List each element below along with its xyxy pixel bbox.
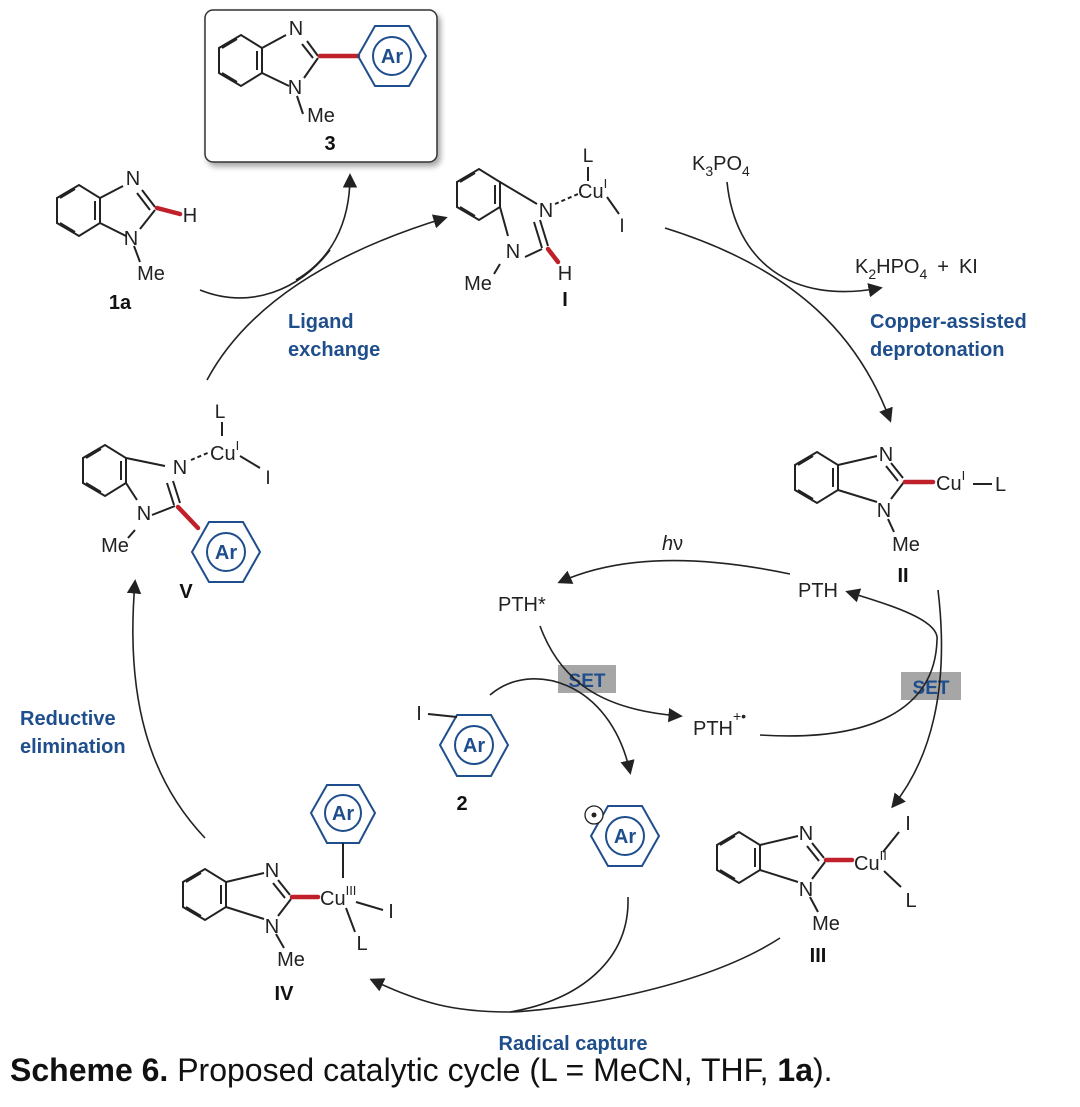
caption-bold-ref: 1a (777, 1052, 813, 1088)
complex-IV-i: I (388, 901, 394, 923)
byproducts-k2hpo4-ki: K2HPO4+KI (855, 256, 978, 282)
pth-ground-state: PTH (798, 580, 838, 602)
complex-IV-cu: CuIII (320, 883, 356, 910)
arrow-III-to-IV (369, 937, 781, 1013)
complex-IV-me: Me (277, 949, 305, 971)
complex-II-number: II (897, 565, 908, 587)
arrow-cation-to-pth (759, 588, 938, 737)
1a-n-top: N (126, 168, 140, 190)
caption-text: Proposed catalytic cycle (L = MeCN, THF, (168, 1052, 778, 1088)
1a-number: 1a (109, 292, 132, 314)
complex-IV-number: IV (275, 983, 295, 1005)
aryl-radical: Ar (584, 805, 661, 867)
product-3: Ar N N Me 3 (204, 9, 438, 163)
svg-text:SET: SET (913, 678, 950, 699)
arrow-IV-to-V (126, 579, 206, 839)
complex-II: N N CuI L Me II (794, 444, 1006, 587)
complex-III-cu: CuII (854, 848, 887, 875)
complex-V-cu: CuI (210, 438, 239, 465)
set-box-right: SET (901, 672, 961, 700)
complex-V-l: L (215, 402, 226, 423)
complex-V-number: V (179, 581, 193, 603)
complex-I-number: I (562, 289, 568, 311)
complex-I-h: H (558, 263, 572, 285)
figure-caption: Scheme 6. Proposed catalytic cycle (L = … (10, 1052, 833, 1089)
aryl-iodide-2: Ar I 2 (416, 703, 510, 815)
product-ar-label: Ar (381, 46, 403, 68)
arrow-base-byproducts (726, 181, 883, 298)
complex-III: N N CuII I L Me III (716, 813, 917, 967)
complex-IV-n-bottom: N (265, 916, 279, 938)
complex-III-number: III (810, 945, 827, 967)
step-reductive-elimination-line1: Reductive (20, 708, 116, 730)
base-k3po4: K3PO4 (692, 153, 750, 179)
complex-I-n-top: N (539, 200, 553, 222)
complex-II-n-bottom: N (877, 500, 891, 522)
arrow-V-to-I (206, 214, 448, 381)
step-copper-deprotonation-line1: Copper-assisted (870, 311, 1027, 333)
complex-I-cu: CuI (578, 176, 607, 203)
complex-V: Ar N N L CuI I Me V (82, 402, 271, 603)
1a-me: Me (137, 263, 165, 285)
product-number: 3 (324, 133, 335, 155)
complex-III-l: L (905, 890, 916, 912)
complex-V-me: Me (101, 535, 129, 557)
aryl-radical-ar-label: Ar (614, 826, 636, 848)
complex-IV: Ar N N CuIII I L Me IV (182, 784, 394, 1005)
complex-III-i: I (905, 813, 911, 835)
step-ligand-exchange-line1: Ligand (288, 311, 354, 333)
arrow-1a-in (199, 249, 331, 299)
arrow-II-to-III (891, 589, 943, 809)
complex-III-me: Me (812, 913, 840, 935)
complex-V-i: I (265, 468, 270, 489)
caption-end: ). (813, 1052, 833, 1088)
complex-III-n-bottom: N (799, 879, 813, 901)
complex-IV-l: L (356, 933, 367, 955)
complex-II-l: L (995, 474, 1006, 496)
step-copper-deprotonation-line2: deprotonation (870, 339, 1004, 361)
pth-radical-cation: PTH+• (693, 708, 746, 740)
complex-I-me: Me (464, 273, 492, 295)
complex-V-ar-label: Ar (215, 542, 237, 564)
arrow-arI-to-radical (489, 678, 635, 775)
step-radical-capture: Radical capture (499, 1033, 648, 1055)
product-n-bottom: N (288, 77, 302, 99)
step-ligand-exchange-line2: exchange (288, 339, 380, 361)
1a-n-bottom: N (124, 228, 138, 250)
arrow-product-out (295, 173, 358, 281)
caption-scheme-label: Scheme 6. (10, 1052, 169, 1088)
complex-II-n-top: N (879, 444, 893, 466)
svg-text:SET: SET (569, 671, 606, 692)
aryl-iodide-number: 2 (456, 793, 467, 815)
product-me: Me (307, 105, 335, 127)
complex-II-me: Me (892, 534, 920, 556)
complex-I-l: L (583, 146, 594, 167)
complex-I: N N L CuI I H Me I (456, 146, 625, 311)
complex-V-n-bottom: N (137, 503, 151, 525)
complex-I-n-bottom: N (506, 241, 520, 263)
product-n-top: N (289, 18, 303, 40)
1a-h: H (183, 205, 197, 227)
pth-excited-state: PTH* (498, 594, 546, 616)
hv-label: hν (662, 533, 683, 555)
complex-II-cu: CuI (936, 468, 965, 495)
complex-IV-n-top: N (265, 860, 279, 882)
arrow-I-to-II (664, 227, 893, 423)
complex-III-n-top: N (799, 823, 813, 845)
complex-V-n-top: N (173, 457, 187, 479)
substrate-1a: N N H Me 1a (56, 168, 197, 314)
step-reductive-elimination-line2: elimination (20, 736, 126, 758)
complex-I-i: I (619, 216, 624, 237)
aryl-iodide-ar-label: Ar (463, 735, 485, 757)
aryl-iodide-i: I (416, 703, 422, 725)
arrow-pth-star-to-cation (539, 625, 683, 723)
complex-IV-ar-label: Ar (332, 803, 354, 825)
arrow-radical-in (509, 896, 629, 1013)
arrow-photoexcitation (557, 559, 791, 584)
